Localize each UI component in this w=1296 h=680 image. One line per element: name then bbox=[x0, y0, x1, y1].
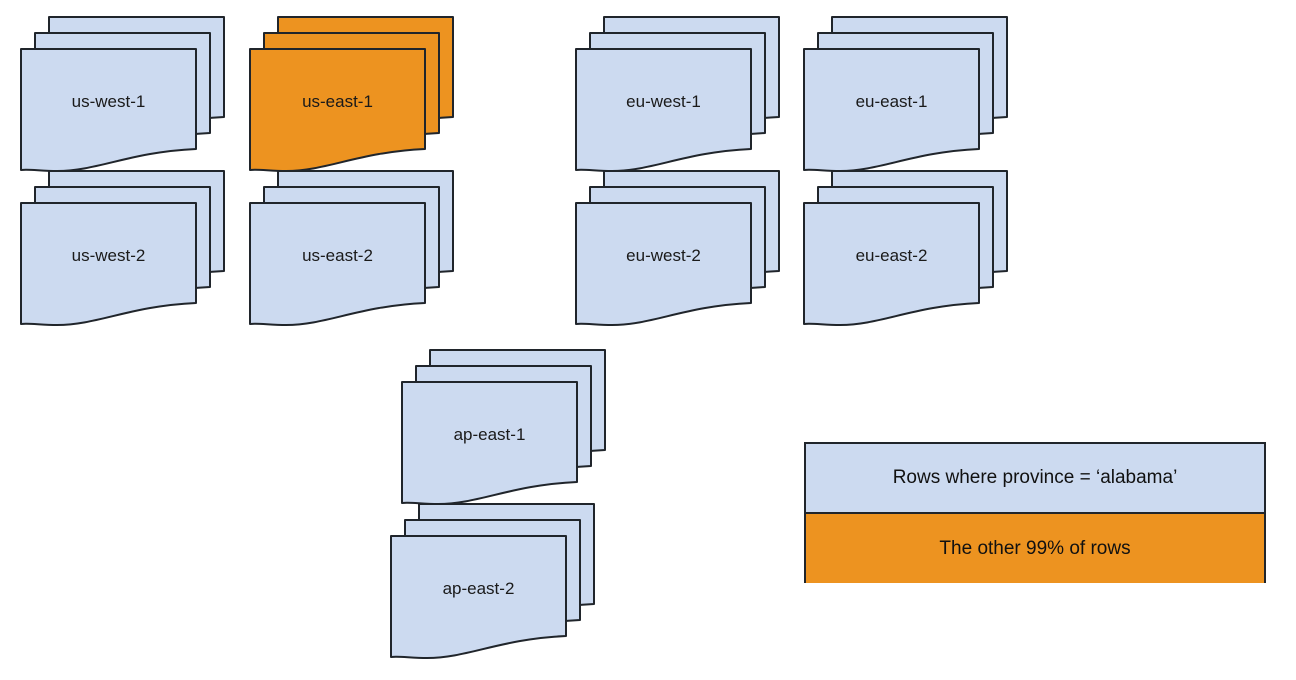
document-stack-us-east-2[interactable]: us-east-2 bbox=[249, 170, 454, 327]
document-stack-eu-east-2[interactable]: eu-east-2 bbox=[803, 170, 1008, 327]
document-stack-us-west-2[interactable]: us-west-2 bbox=[20, 170, 225, 327]
document-stack-shape bbox=[249, 170, 454, 326]
document-stack-ap-east-1[interactable]: ap-east-1 bbox=[401, 349, 606, 506]
document-stack-shape bbox=[803, 16, 1008, 172]
document-stack-eu-east-1[interactable]: eu-east-1 bbox=[803, 16, 1008, 173]
document-stack-shape bbox=[20, 16, 225, 172]
document-stack-ap-east-2[interactable]: ap-east-2 bbox=[390, 503, 595, 660]
document-sheet-3 bbox=[575, 48, 752, 172]
document-stack-shape bbox=[575, 16, 780, 172]
document-sheet-3 bbox=[575, 202, 752, 326]
document-stack-shape bbox=[575, 170, 780, 326]
document-sheet-3 bbox=[803, 48, 980, 172]
document-sheet-3 bbox=[249, 202, 426, 326]
document-stack-shape bbox=[249, 16, 454, 172]
document-stack-us-west-1[interactable]: us-west-1 bbox=[20, 16, 225, 173]
document-sheet-3 bbox=[20, 202, 197, 326]
legend-row-blue: Rows where province = ‘alabama’ bbox=[806, 444, 1264, 514]
document-sheet-3 bbox=[390, 535, 567, 659]
legend: Rows where province = ‘alabama’The other… bbox=[804, 442, 1266, 583]
document-stack-shape bbox=[803, 170, 1008, 326]
document-sheet-3 bbox=[803, 202, 980, 326]
document-stack-eu-west-2[interactable]: eu-west-2 bbox=[575, 170, 780, 327]
document-stack-shape bbox=[401, 349, 606, 505]
document-sheet-3 bbox=[20, 48, 197, 172]
legend-row-orange: The other 99% of rows bbox=[806, 514, 1264, 583]
document-stack-shape bbox=[20, 170, 225, 326]
document-sheet-3 bbox=[401, 381, 578, 505]
document-stack-us-east-1[interactable]: us-east-1 bbox=[249, 16, 454, 173]
document-stack-shape bbox=[390, 503, 595, 659]
document-sheet-3 bbox=[249, 48, 426, 172]
document-stack-eu-west-1[interactable]: eu-west-1 bbox=[575, 16, 780, 173]
